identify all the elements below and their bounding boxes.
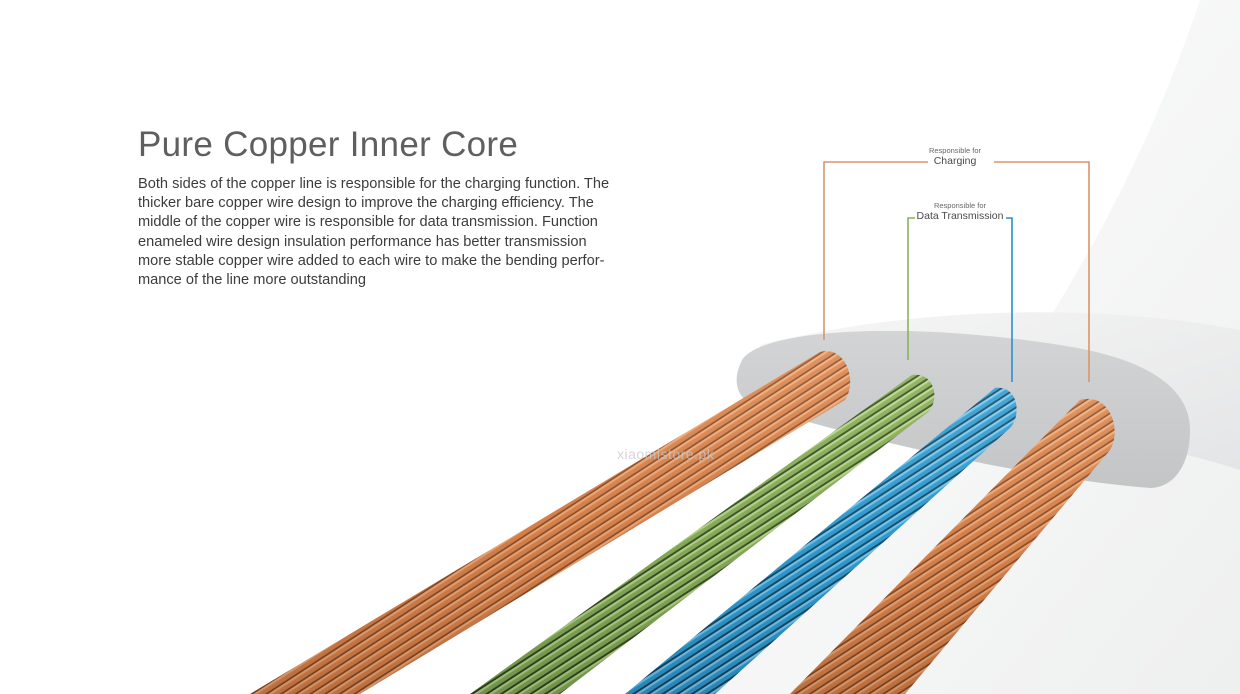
wire-copper-right — [790, 398, 1115, 694]
data-transmission-callout: Responsible for Data Transmission — [910, 201, 1010, 223]
description-line: mance of the line more outstanding — [138, 272, 366, 289]
description-line: thicker bare copper wire design to impro… — [138, 195, 594, 212]
headline: Pure Copper Inner Core — [138, 125, 519, 164]
description-line: more stable copper wire added to each wi… — [138, 252, 605, 269]
wire-blue — [625, 387, 1017, 694]
charging-callout-lines — [823, 161, 1090, 382]
data-callout-lines — [907, 217, 1013, 382]
charging-callout: Responsible for Charging — [905, 146, 1005, 168]
description-line: Both sides of the copper line is respons… — [138, 176, 610, 192]
data-callout-caption: Responsible for — [933, 201, 987, 210]
cable-sheath-background — [700, 0, 1240, 694]
wire-copper-left — [250, 351, 851, 694]
wire-green — [470, 374, 935, 694]
watermark: xiaomistore.pk — [617, 446, 715, 462]
data-line-green — [907, 217, 915, 360]
description-line: enameled wire design insulation performa… — [138, 233, 587, 250]
description-paragraph: Both sides of the copper line is respons… — [138, 175, 658, 290]
charging-line-right — [994, 161, 1090, 382]
data-callout-label: Data Transmission — [916, 210, 1004, 222]
charging-line-left — [823, 161, 928, 340]
charging-callout-caption: Responsible for — [928, 146, 982, 155]
data-line-blue — [1006, 217, 1013, 382]
description-line: middle of the copper wire is responsible… — [138, 214, 598, 231]
charging-callout-label: Charging — [933, 155, 977, 167]
